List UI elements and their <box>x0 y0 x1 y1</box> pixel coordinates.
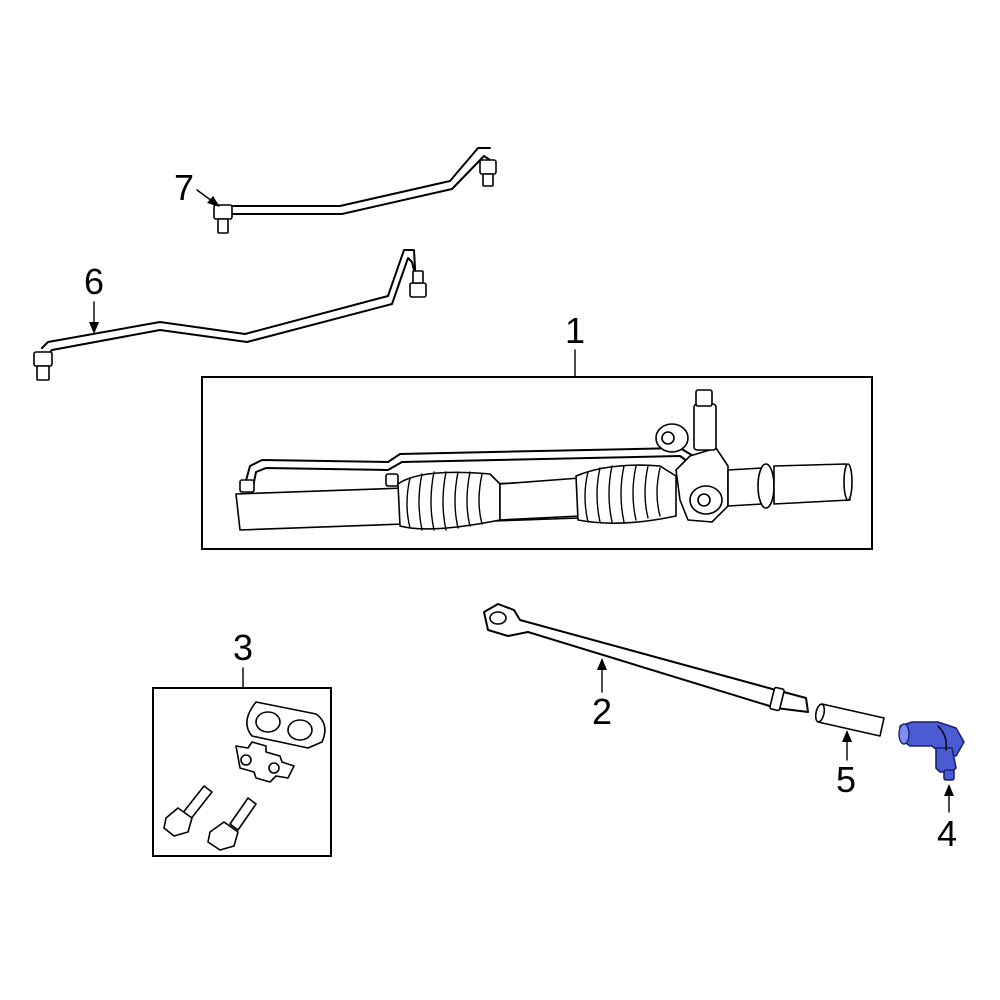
callout-label-3: 3 <box>233 627 253 668</box>
callout-part-1: 1 <box>565 310 585 378</box>
sleeve-part-5[interactable] <box>814 703 885 737</box>
callout-part-6: 6 <box>84 261 104 334</box>
callout-label-1: 1 <box>565 310 585 351</box>
callout-part-7: 7 <box>174 167 220 208</box>
steering-gear-part-1[interactable] <box>235 389 853 531</box>
callout-part-5: 5 <box>836 730 856 800</box>
bolt-kit-part-3[interactable] <box>163 701 326 851</box>
callout-label-6: 6 <box>84 261 104 302</box>
callout-label-5: 5 <box>836 759 856 800</box>
return-line-part-6[interactable] <box>33 249 427 381</box>
tie-rod-part-2[interactable] <box>483 603 809 713</box>
callout-label-7: 7 <box>174 167 194 208</box>
tie-rod-end-part-4[interactable] <box>898 721 965 781</box>
part-3-frame <box>152 687 332 857</box>
callout-part-4: 4 <box>937 784 957 854</box>
callout-label-4: 4 <box>937 813 957 854</box>
callout-part-2: 2 <box>592 658 612 732</box>
callout-label-2: 2 <box>592 691 612 732</box>
callout-part-3: 3 <box>233 627 253 689</box>
part-1-frame <box>201 376 873 550</box>
pressure-line-part-7[interactable] <box>213 147 497 234</box>
